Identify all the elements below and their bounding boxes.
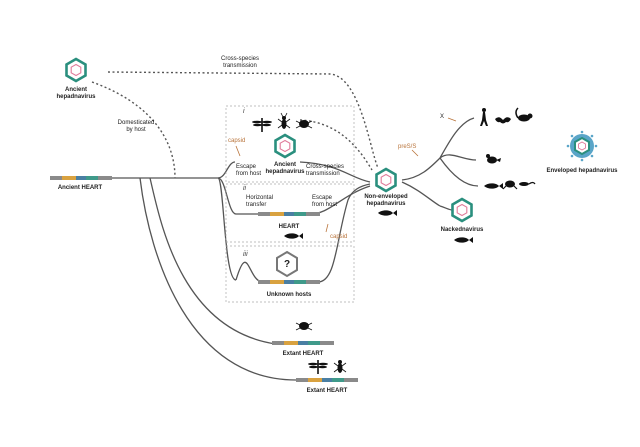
frog-icon	[502, 180, 518, 190]
panel-iii-box	[225, 245, 355, 303]
cross-species-i-1: Cross-species	[306, 164, 344, 170]
dragonfly-icon-2	[308, 360, 328, 374]
extant-heart-bar-1	[272, 341, 334, 345]
escape-label-ii-2: from host	[312, 202, 337, 208]
panel-ii-label: ii	[243, 185, 247, 192]
bat-icon	[495, 117, 511, 124]
panel-i-box	[225, 105, 355, 183]
unknown-hosts-label: Unknown hosts	[267, 292, 312, 298]
x-label: X	[440, 114, 444, 120]
non-enveloped-label-1: Non-enveloped	[364, 194, 408, 200]
escape-label-i-2: from host	[236, 171, 261, 177]
rodent-icon	[515, 107, 533, 122]
extant-heart-bar-2	[296, 378, 358, 382]
panel-i-label: i	[243, 108, 245, 115]
cross-species-dotted-line	[107, 71, 379, 169]
fish-icon	[284, 233, 303, 239]
domesticated-label-2: by host	[126, 127, 146, 133]
human-icon	[480, 108, 488, 126]
panel-ii-heart-bar	[258, 212, 320, 216]
nackednavirus-label: Nackednavirus	[441, 227, 484, 233]
dragonfly-icon	[252, 118, 272, 132]
panel-iii-heart-bar	[258, 280, 320, 284]
tick-icon	[295, 120, 313, 129]
panel-ii-box	[225, 183, 355, 243]
ancient-hepadnavirus-label-1: Ancient	[65, 87, 87, 93]
ancient-heart-bar	[50, 176, 112, 180]
ancient-hepadnavirus-label-2: hepadnavirus	[56, 94, 96, 100]
escape-label-ii-1: Escape	[312, 195, 333, 201]
non-enveloped-label-2: hepadnavirus	[366, 201, 406, 207]
cross-species-i-2: transmission	[306, 171, 340, 177]
panel-iii-label: iii	[243, 251, 248, 258]
nackednavirus-capsid-icon	[451, 197, 473, 223]
insect-icon	[277, 112, 291, 129]
pres-s-label: preS/S	[398, 144, 416, 150]
panel-i-capsid-icon	[274, 133, 296, 159]
cross-species-top-1: Cross-species	[221, 56, 259, 62]
insect-icon-2	[333, 360, 347, 373]
ancient-capsid-icon	[65, 57, 87, 83]
ancient-heart-label: Ancient HEART	[58, 185, 103, 191]
ancient-hepad-i-1: Ancient	[274, 162, 296, 168]
unknown-symbol: ?	[284, 259, 290, 270]
capsid-label-ii: capsid	[330, 234, 347, 240]
cross-species-top-2: transmission	[223, 63, 257, 69]
heart-label: HEART	[279, 224, 300, 230]
bird-icon	[486, 154, 501, 164]
fish-icon-3	[484, 183, 503, 189]
lizard-icon	[519, 181, 536, 186]
domesticated-label-1: Domesticated	[118, 120, 155, 126]
escape-label-i-1: Escape	[236, 164, 257, 170]
capsid-label-i: capsid	[228, 138, 245, 144]
fish-icon-2	[378, 210, 397, 216]
extant-heart-label-2: Extant HEART	[307, 388, 348, 394]
question-hexagon-icon: ?	[276, 250, 298, 278]
horizontal-transfer-2: transfer	[246, 202, 266, 208]
non-enveloped-capsid-icon	[375, 167, 397, 193]
panel-i-dotted-line	[299, 119, 373, 171]
enveloped-label: Enveloped hepadnavirus	[546, 168, 618, 174]
extant-heart-label-1: Extant HEART	[283, 351, 324, 357]
enveloped-virus-icon	[566, 130, 598, 162]
fish-icon-4	[454, 237, 473, 243]
ancient-hepad-i-2: hepadnavirus	[265, 169, 305, 175]
horizontal-transfer-1: Horizontal	[246, 195, 273, 201]
tick-icon-2	[295, 322, 313, 331]
